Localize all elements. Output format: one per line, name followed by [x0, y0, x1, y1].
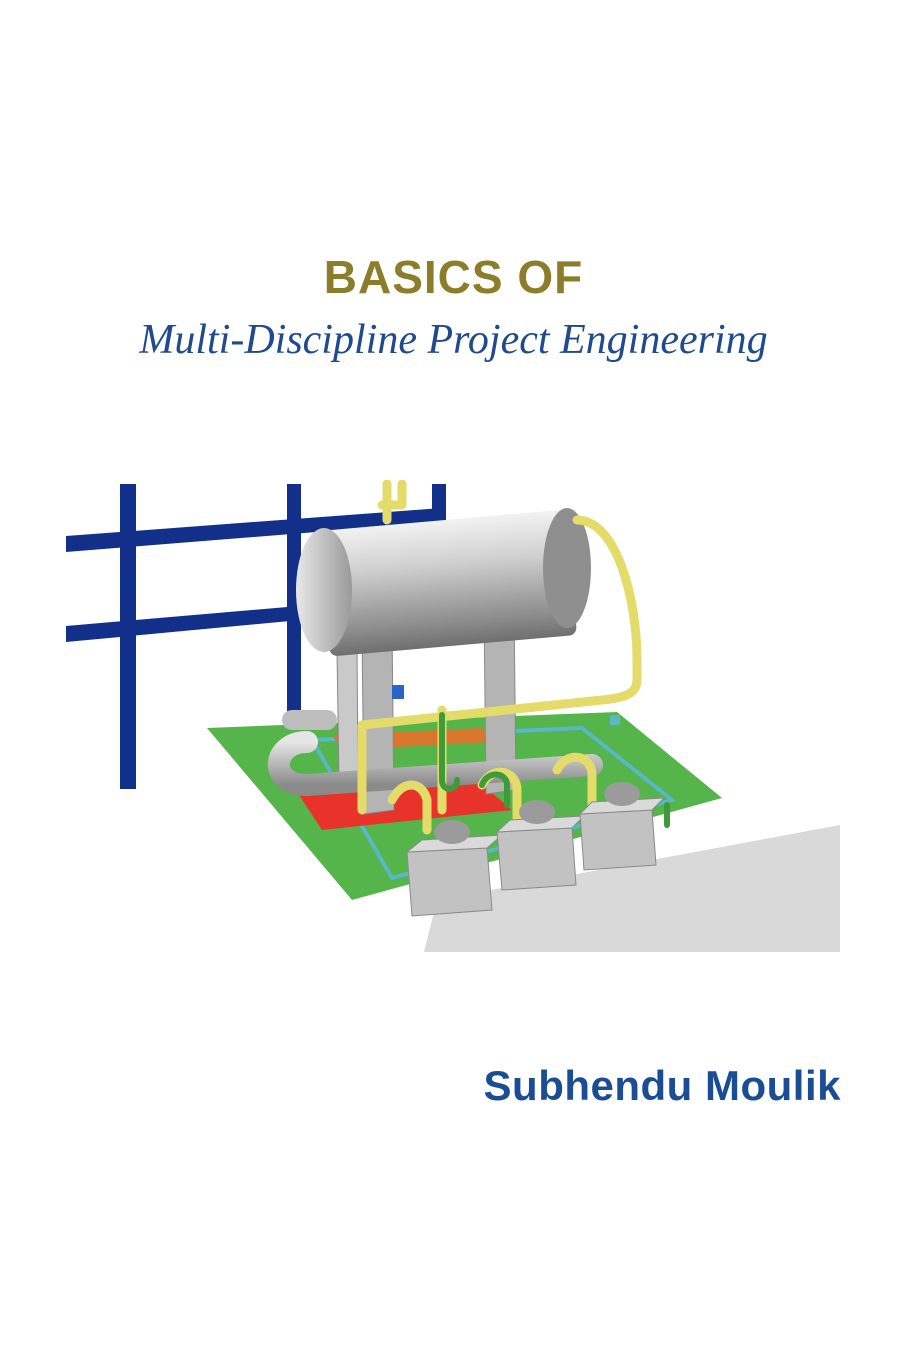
horizontal-vessel: [296, 508, 591, 656]
author-name: Subhendu Moulik: [483, 1062, 841, 1109]
green-piping: [439, 712, 670, 828]
book-subtitle: Multi-Discipline Project Engineering: [139, 317, 768, 363]
pump-motors: [434, 782, 640, 844]
pump-skids: [405, 797, 666, 917]
steel-structure: [66, 484, 446, 789]
header-pipe: [267, 731, 603, 797]
process-plant-illustration: [66, 480, 840, 952]
yellow-piping: [357, 480, 642, 835]
book-title: BASICS OF: [323, 251, 584, 303]
concrete-slab: [424, 825, 840, 952]
